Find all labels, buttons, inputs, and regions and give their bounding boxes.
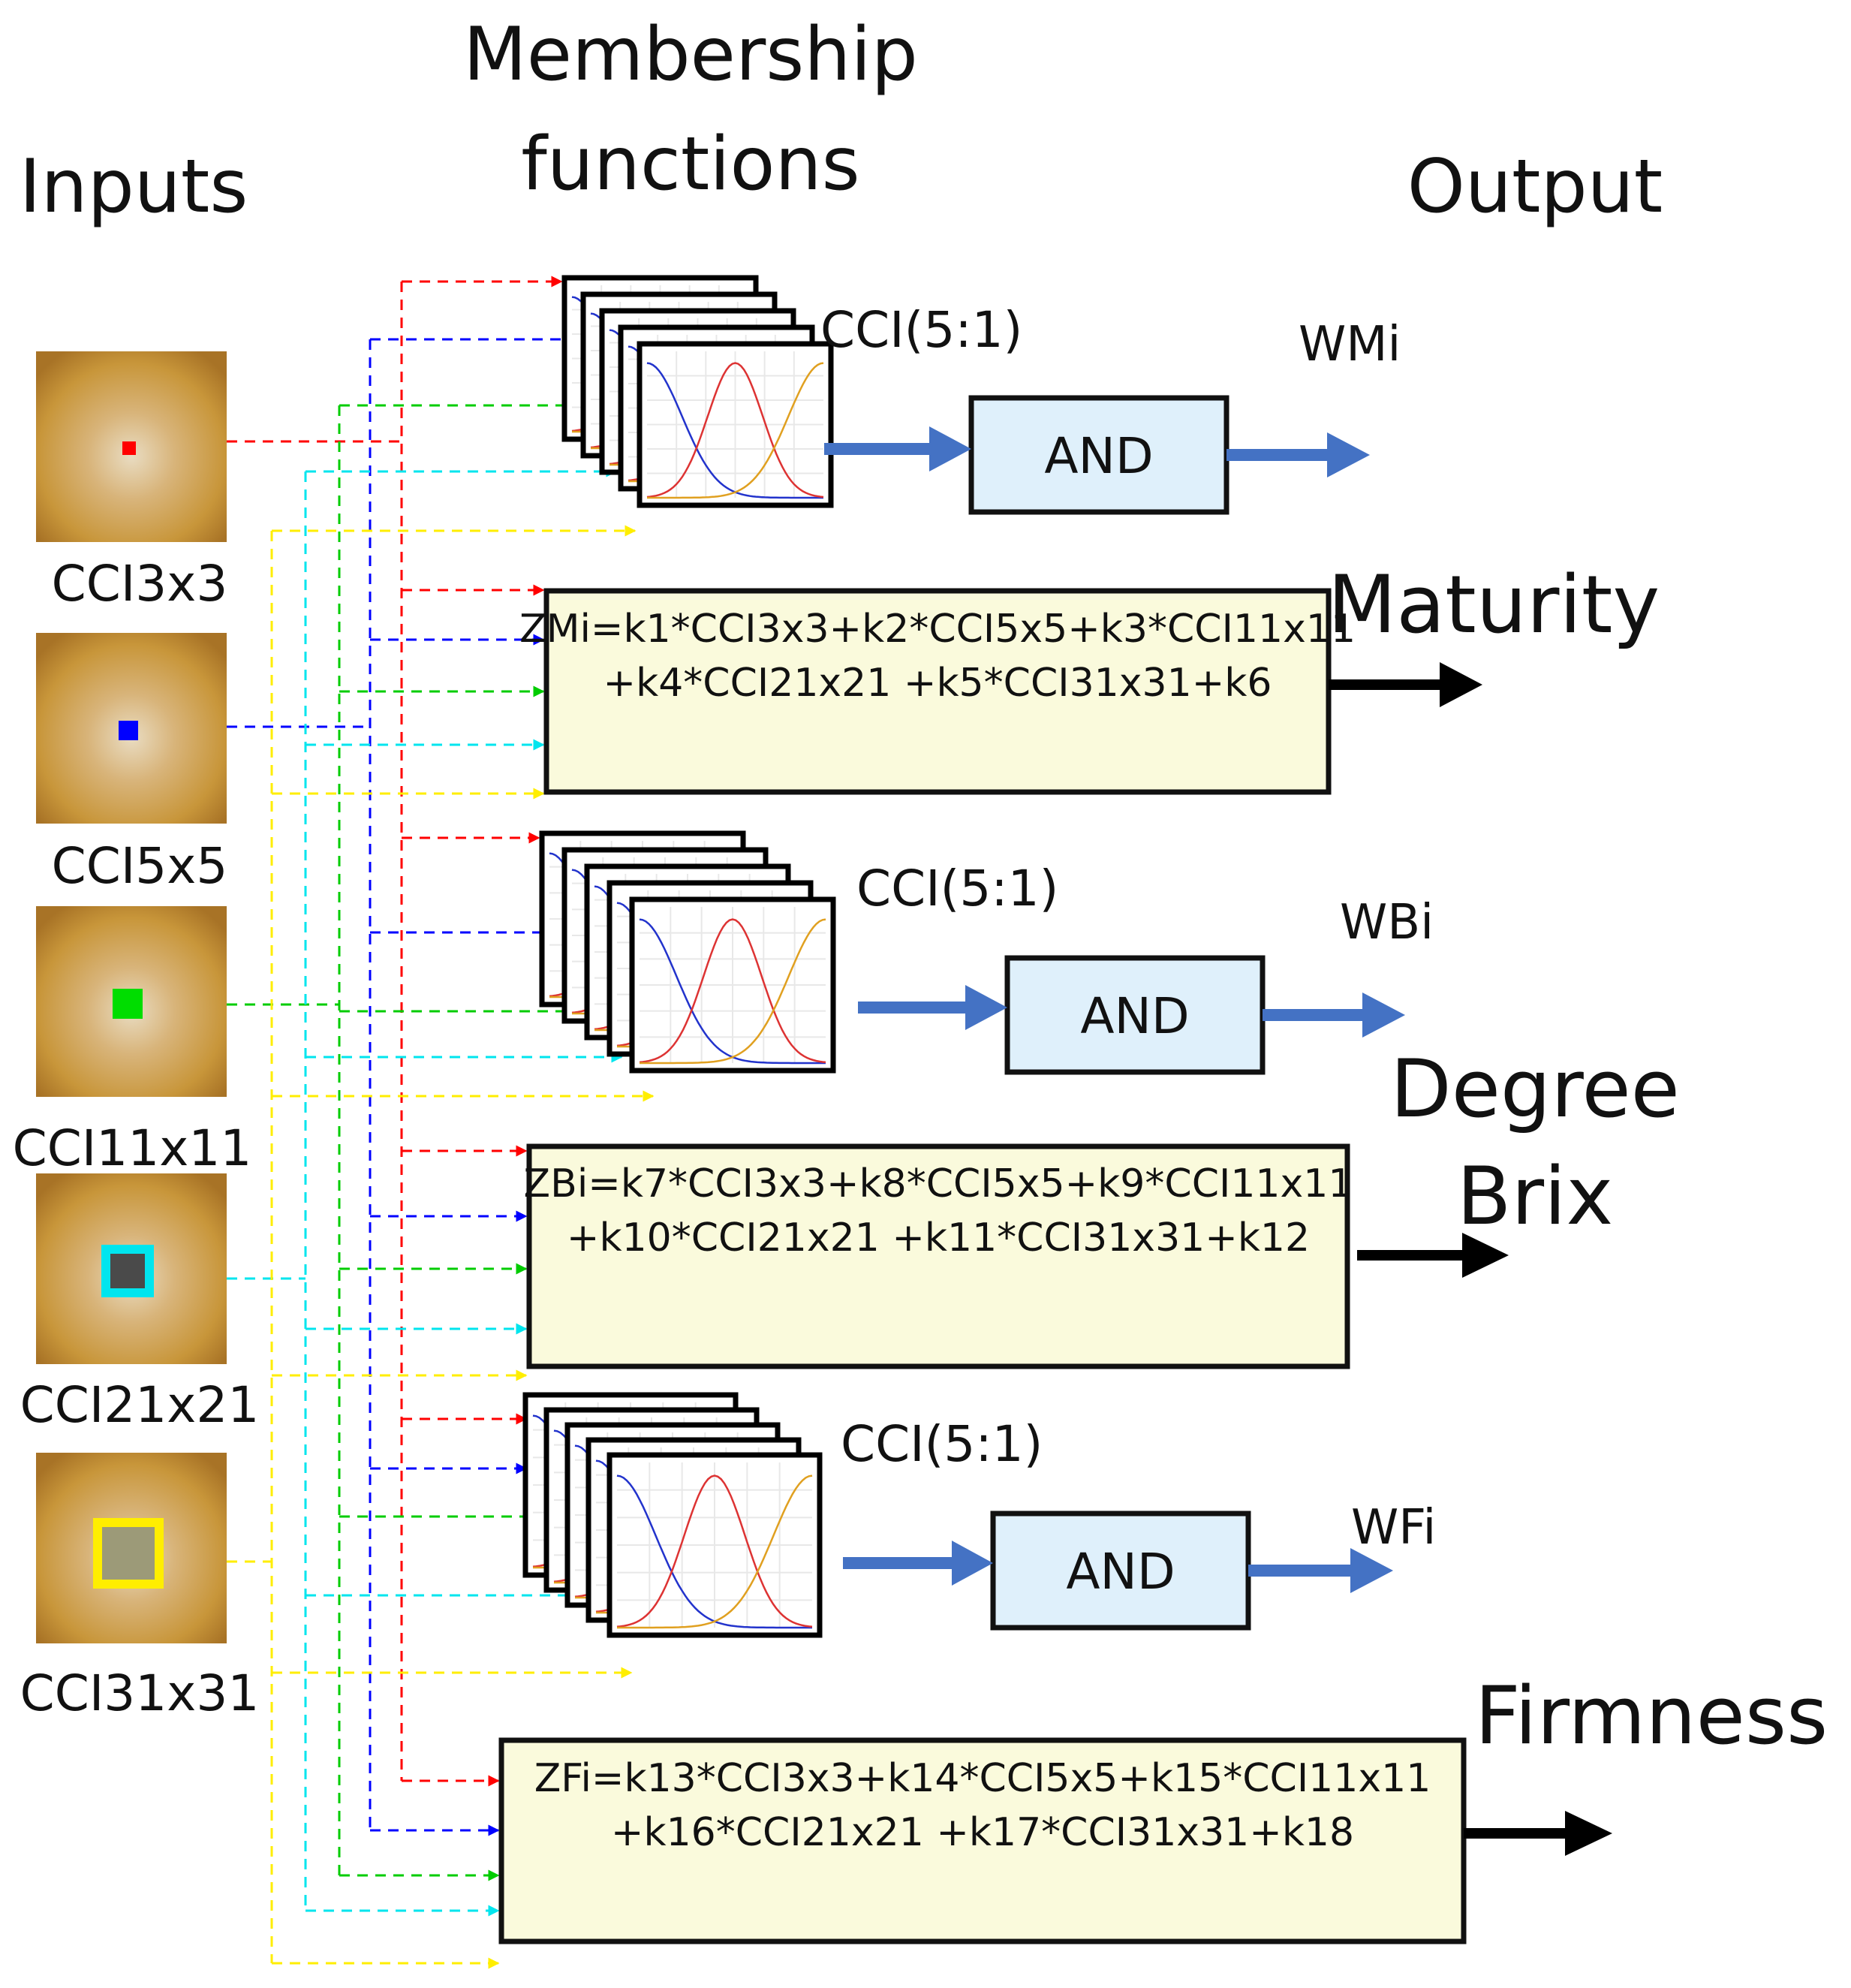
and-box-firmness xyxy=(990,1511,1251,1631)
equation-maturity-line1: ZMi=k1*CCI3x3+k2*CCI5x5+k3*CCI11x11 xyxy=(519,607,1356,652)
output-arrow-firmness xyxy=(1565,1811,1612,1856)
flow-arrow-mf-to-and-firmness xyxy=(952,1541,993,1586)
roi-marker-cci11x11 xyxy=(113,989,143,1019)
output-label-maturity: Maturity xyxy=(1328,559,1660,651)
mf-label-firmness: CCI(5:1) xyxy=(841,1415,1043,1473)
equation-box-firmness xyxy=(498,1737,1467,1944)
input-image-cci3x3 xyxy=(36,351,227,542)
and-box-maturity xyxy=(968,395,1229,515)
mf-plot xyxy=(606,1452,823,1638)
input-label-cci11x11: CCI11x11 xyxy=(13,1119,252,1177)
equation-maturity-line2: +k4*CCI21x21 +k5*CCI31x31+k6 xyxy=(603,661,1272,706)
input-label-cci21x21: CCI21x21 xyxy=(20,1376,260,1434)
header-membership-line2: functions xyxy=(521,122,859,207)
flow-arrow-and-to-wfi xyxy=(1350,1548,1393,1593)
output-label-firmness: Firmness xyxy=(1475,1670,1828,1762)
input-image-cci31x31 xyxy=(36,1453,227,1643)
mf-stack-1 xyxy=(561,275,834,508)
roi-marker-cci31x31 xyxy=(93,1518,164,1589)
output-arrows xyxy=(1329,662,1612,1856)
input-label-cci31x31: CCI31x31 xyxy=(20,1664,260,1722)
flow-arrow-mf-to-and-maturity xyxy=(929,426,971,471)
weight-label-wfi: WFi xyxy=(1351,1500,1436,1556)
mf-label-maturity: CCI(5:1) xyxy=(820,301,1022,359)
header-inputs: Inputs xyxy=(20,144,248,230)
flow-arrow-and-to-wmi xyxy=(1327,432,1370,477)
output-arrow-maturity xyxy=(1440,662,1482,707)
output-label-degree: Degree xyxy=(1390,1043,1680,1135)
equation-box-brix xyxy=(526,1143,1350,1369)
and-box-brix xyxy=(1004,955,1266,1075)
membership-function-stacks xyxy=(522,275,836,1638)
and-label-maturity: AND xyxy=(1044,427,1153,485)
and-label-brix: AND xyxy=(1080,987,1189,1045)
equation-box-maturity xyxy=(543,588,1332,795)
mf-stack-3 xyxy=(522,1392,823,1638)
roi-marker-cci3x3 xyxy=(122,441,136,455)
header-membership-line1: Membership xyxy=(463,12,918,98)
input-image-cci5x5 xyxy=(36,633,227,824)
weight-label-wbi: WBi xyxy=(1340,895,1434,950)
equation-firmness-line1: ZFi=k13*CCI3x3+k14*CCI5x5+k15*CCI11x11 xyxy=(534,1756,1431,1801)
weight-label-wmi: WMi xyxy=(1299,317,1401,372)
and-label-firmness: AND xyxy=(1066,1543,1175,1601)
equation-brix-line1: ZBi=k7*CCI3x3+k8*CCI5x5+k9*CCI11x11 xyxy=(524,1161,1353,1206)
flow-arrow-mf-to-and-brix xyxy=(965,985,1007,1030)
output-label-brix: Brix xyxy=(1457,1150,1613,1242)
input-image-cci21x21 xyxy=(36,1173,227,1364)
connector-lines xyxy=(227,276,655,1969)
flow-arrows xyxy=(824,426,1405,1593)
mf-plot xyxy=(629,896,836,1074)
flow-arrow-and-to-wbi xyxy=(1362,992,1405,1038)
output-arrow-brix xyxy=(1462,1233,1509,1278)
header-output: Output xyxy=(1407,144,1663,230)
equation-firmness-line2: +k16*CCI21x21 +k17*CCI31x31+k18 xyxy=(611,1810,1354,1855)
roi-marker-cci21x21 xyxy=(101,1245,154,1297)
mf-label-brix: CCI(5:1) xyxy=(856,860,1058,917)
mf-stack-2 xyxy=(539,830,836,1074)
roi-marker-cci5x5 xyxy=(119,721,138,740)
equation-brix-line2: +k10*CCI21x21 +k11*CCI31x31+k12 xyxy=(567,1215,1310,1261)
input-label-cci5x5: CCI5x5 xyxy=(52,837,228,895)
mf-plot xyxy=(637,341,834,508)
input-image-cci11x11 xyxy=(36,906,227,1097)
input-label-cci3x3: CCI3x3 xyxy=(52,555,228,613)
